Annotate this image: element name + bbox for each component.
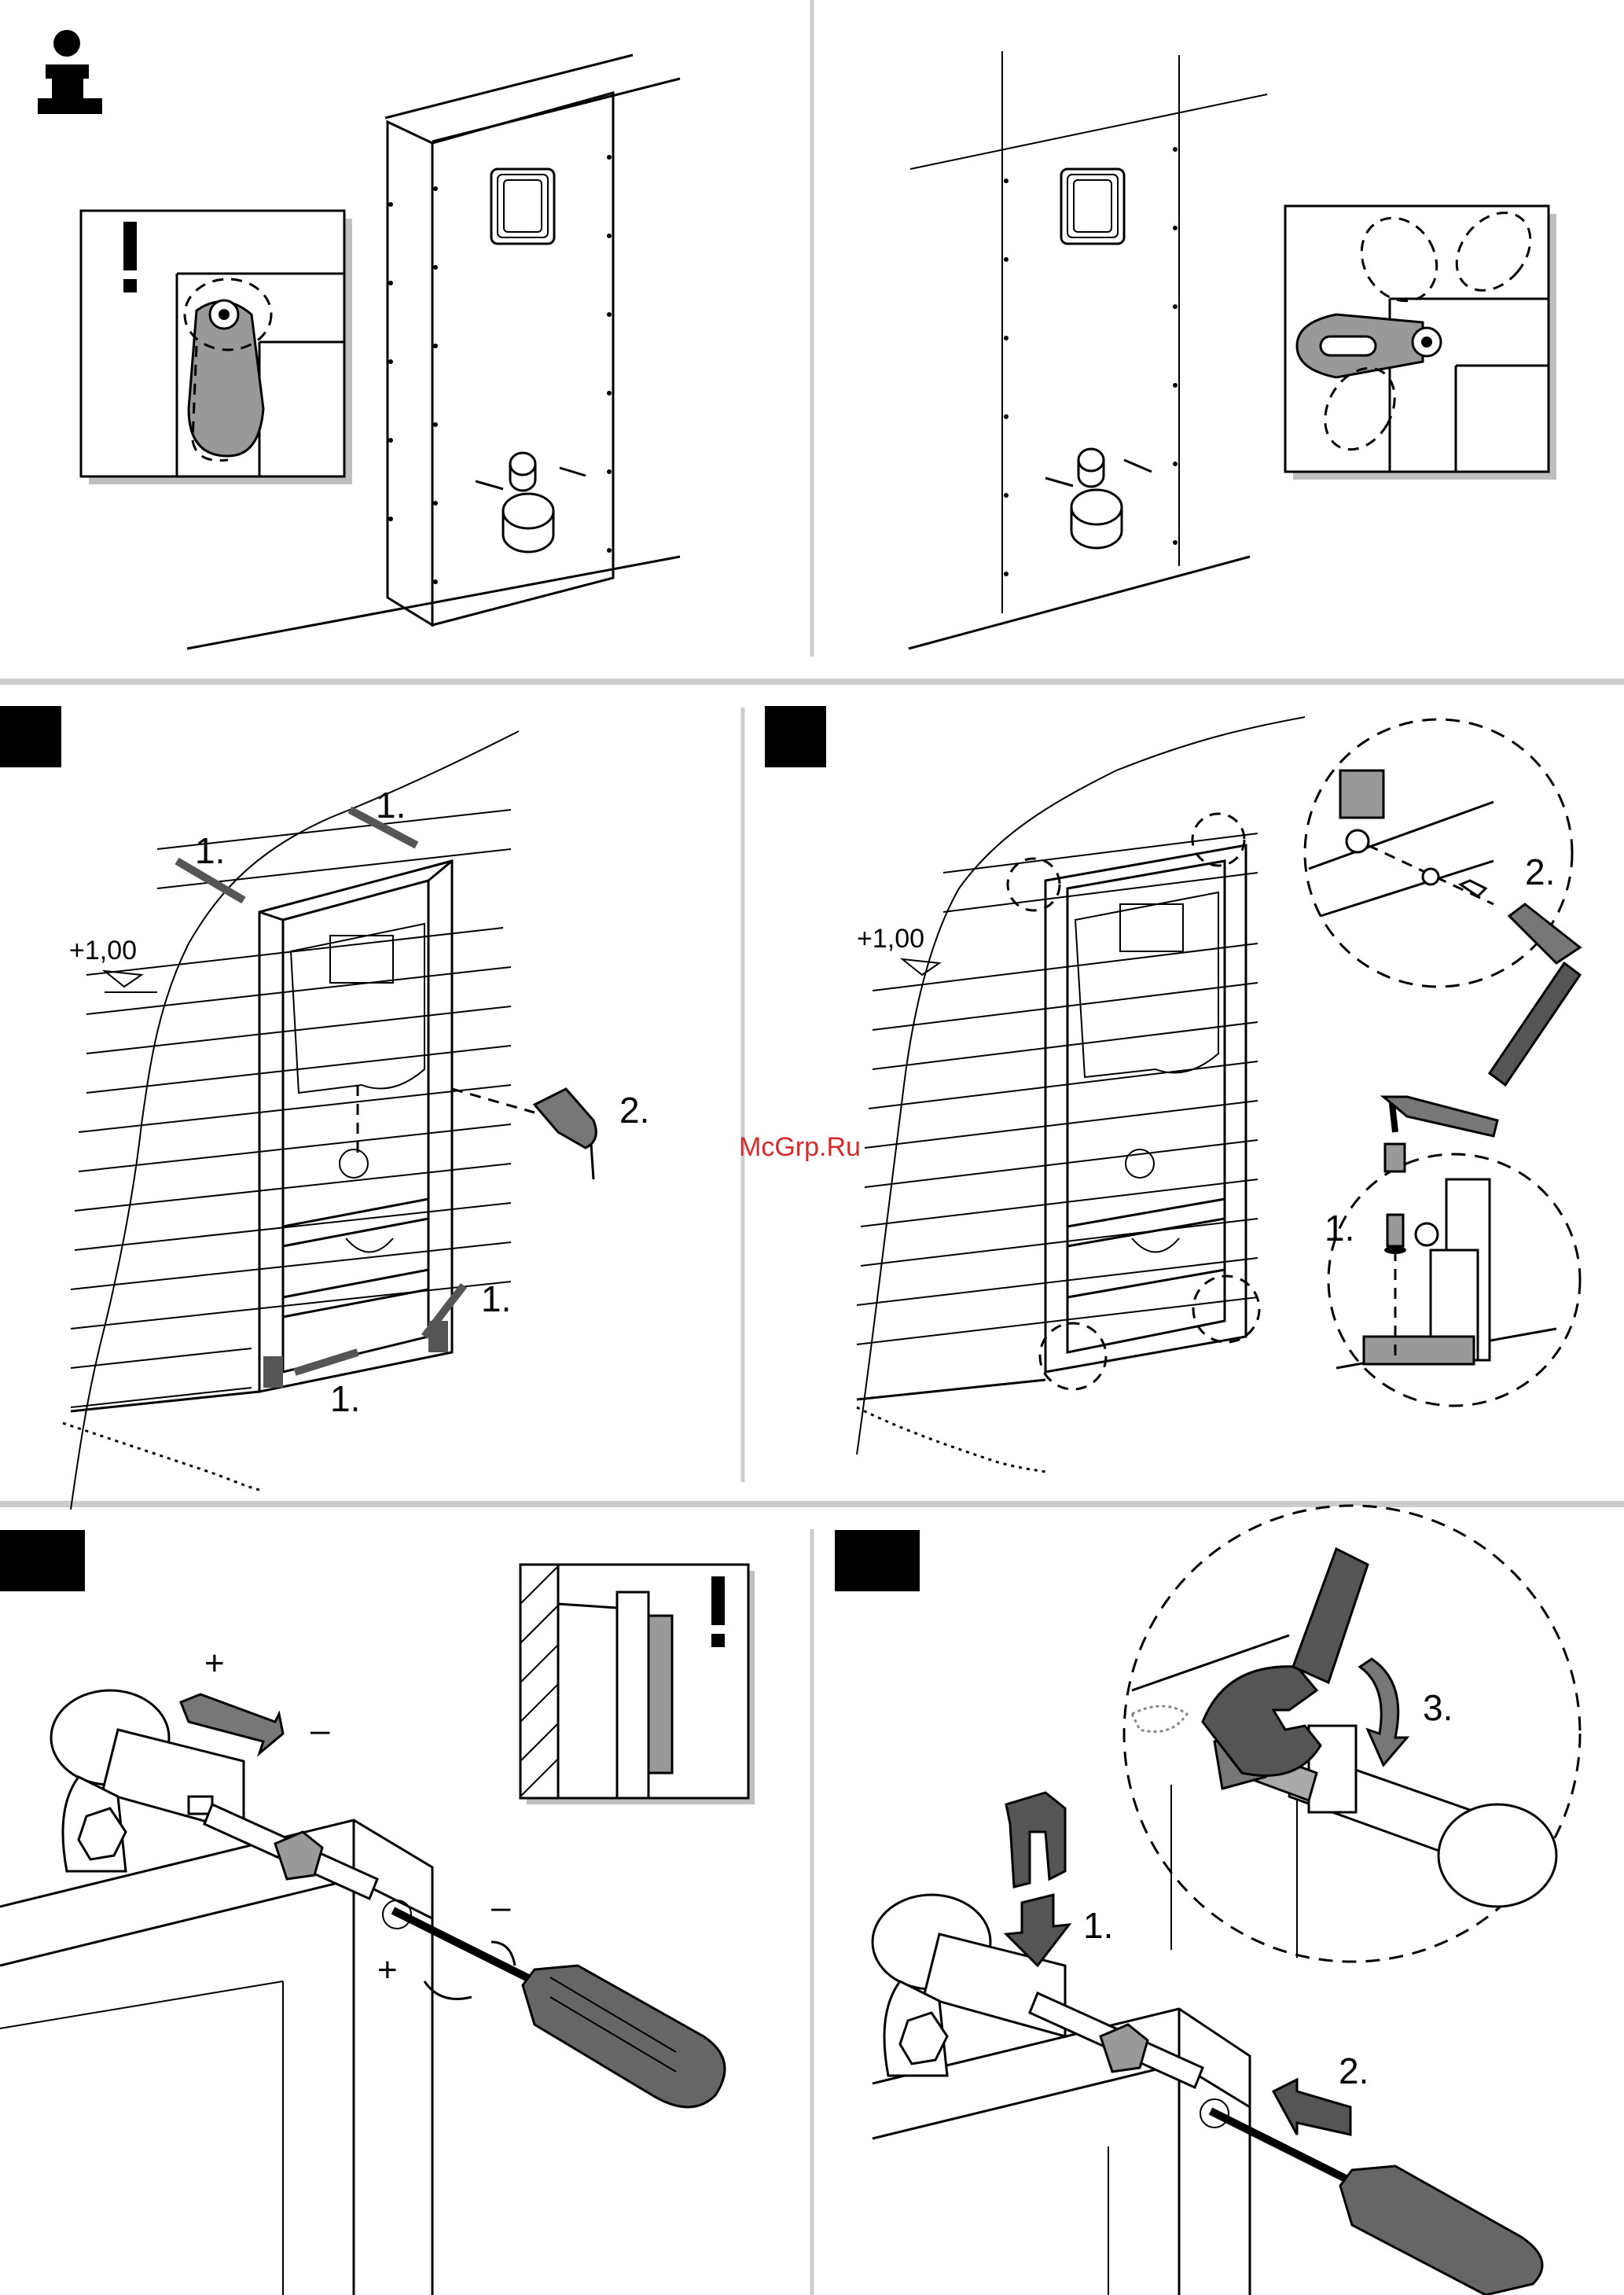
- inset-bracket: [1285, 198, 1556, 480]
- label-push: 2.: [1339, 2050, 1369, 2091]
- label-wrench: 2.: [1525, 851, 1555, 892]
- inset-warning-1: [81, 211, 352, 484]
- panel-6: 1. 2. 3.: [835, 1506, 1580, 2295]
- watermark: McGrp.Ru: [739, 1132, 861, 1162]
- zoom-detail-floor-bolt: [1328, 1154, 1580, 1406]
- label-anchor-bottom-right: 1.: [481, 1278, 511, 1319]
- inset-warning-2: [520, 1565, 755, 1804]
- drill-icon: [452, 1089, 596, 1179]
- label-minus-screw: –: [491, 1888, 511, 1926]
- panel-3: +1,00 1. 1. 2. 1. 1.: [0, 706, 649, 1510]
- screwdriver-icon-2: [1200, 2099, 1542, 2295]
- exclamation-icon: [123, 222, 137, 292]
- exclamation-icon: [711, 1576, 725, 1647]
- label-drill: 2.: [619, 1090, 649, 1131]
- info-icon: [38, 30, 102, 114]
- step-badge-5: [0, 1530, 85, 1591]
- flush-plate: [491, 169, 554, 244]
- label-anchor-bottom: 1.: [330, 1378, 360, 1419]
- panel-5: + – – +: [0, 1530, 755, 2295]
- label-clip: 1.: [1083, 1905, 1113, 1946]
- clip-icon: [1006, 1793, 1065, 1887]
- flush-plate-2: [1061, 169, 1124, 244]
- label-rotate: 3.: [1423, 1687, 1453, 1728]
- panel-1: [38, 30, 680, 649]
- installation-frame-2: [1045, 845, 1246, 1372]
- label-anchor-top-left: 1.: [195, 830, 225, 871]
- label-minus-top: –: [310, 1711, 330, 1749]
- label-plus-top: +: [204, 1644, 225, 1683]
- installation-frame: [259, 861, 452, 1392]
- label-anchor-top-right: 1.: [376, 785, 406, 826]
- height-label-2: +1,00: [857, 924, 924, 954]
- panel-4: +1,00 2.: [765, 706, 1580, 1472]
- panel-2: [909, 51, 1556, 649]
- zoom-detail-wrench: [1305, 719, 1580, 1085]
- screwdriver-icon: [383, 1900, 725, 2107]
- zoom-detail-spanner: [1124, 1506, 1580, 1962]
- step-badge-4: [765, 706, 826, 767]
- label-bolt: 1.: [1325, 1208, 1354, 1249]
- label-plus-screw: +: [377, 1951, 398, 1989]
- step-badge-3: [0, 706, 61, 767]
- height-label: +1,00: [69, 936, 137, 965]
- step-badge-6: [835, 1530, 920, 1591]
- adjust-arrow-icon: [181, 1694, 283, 1753]
